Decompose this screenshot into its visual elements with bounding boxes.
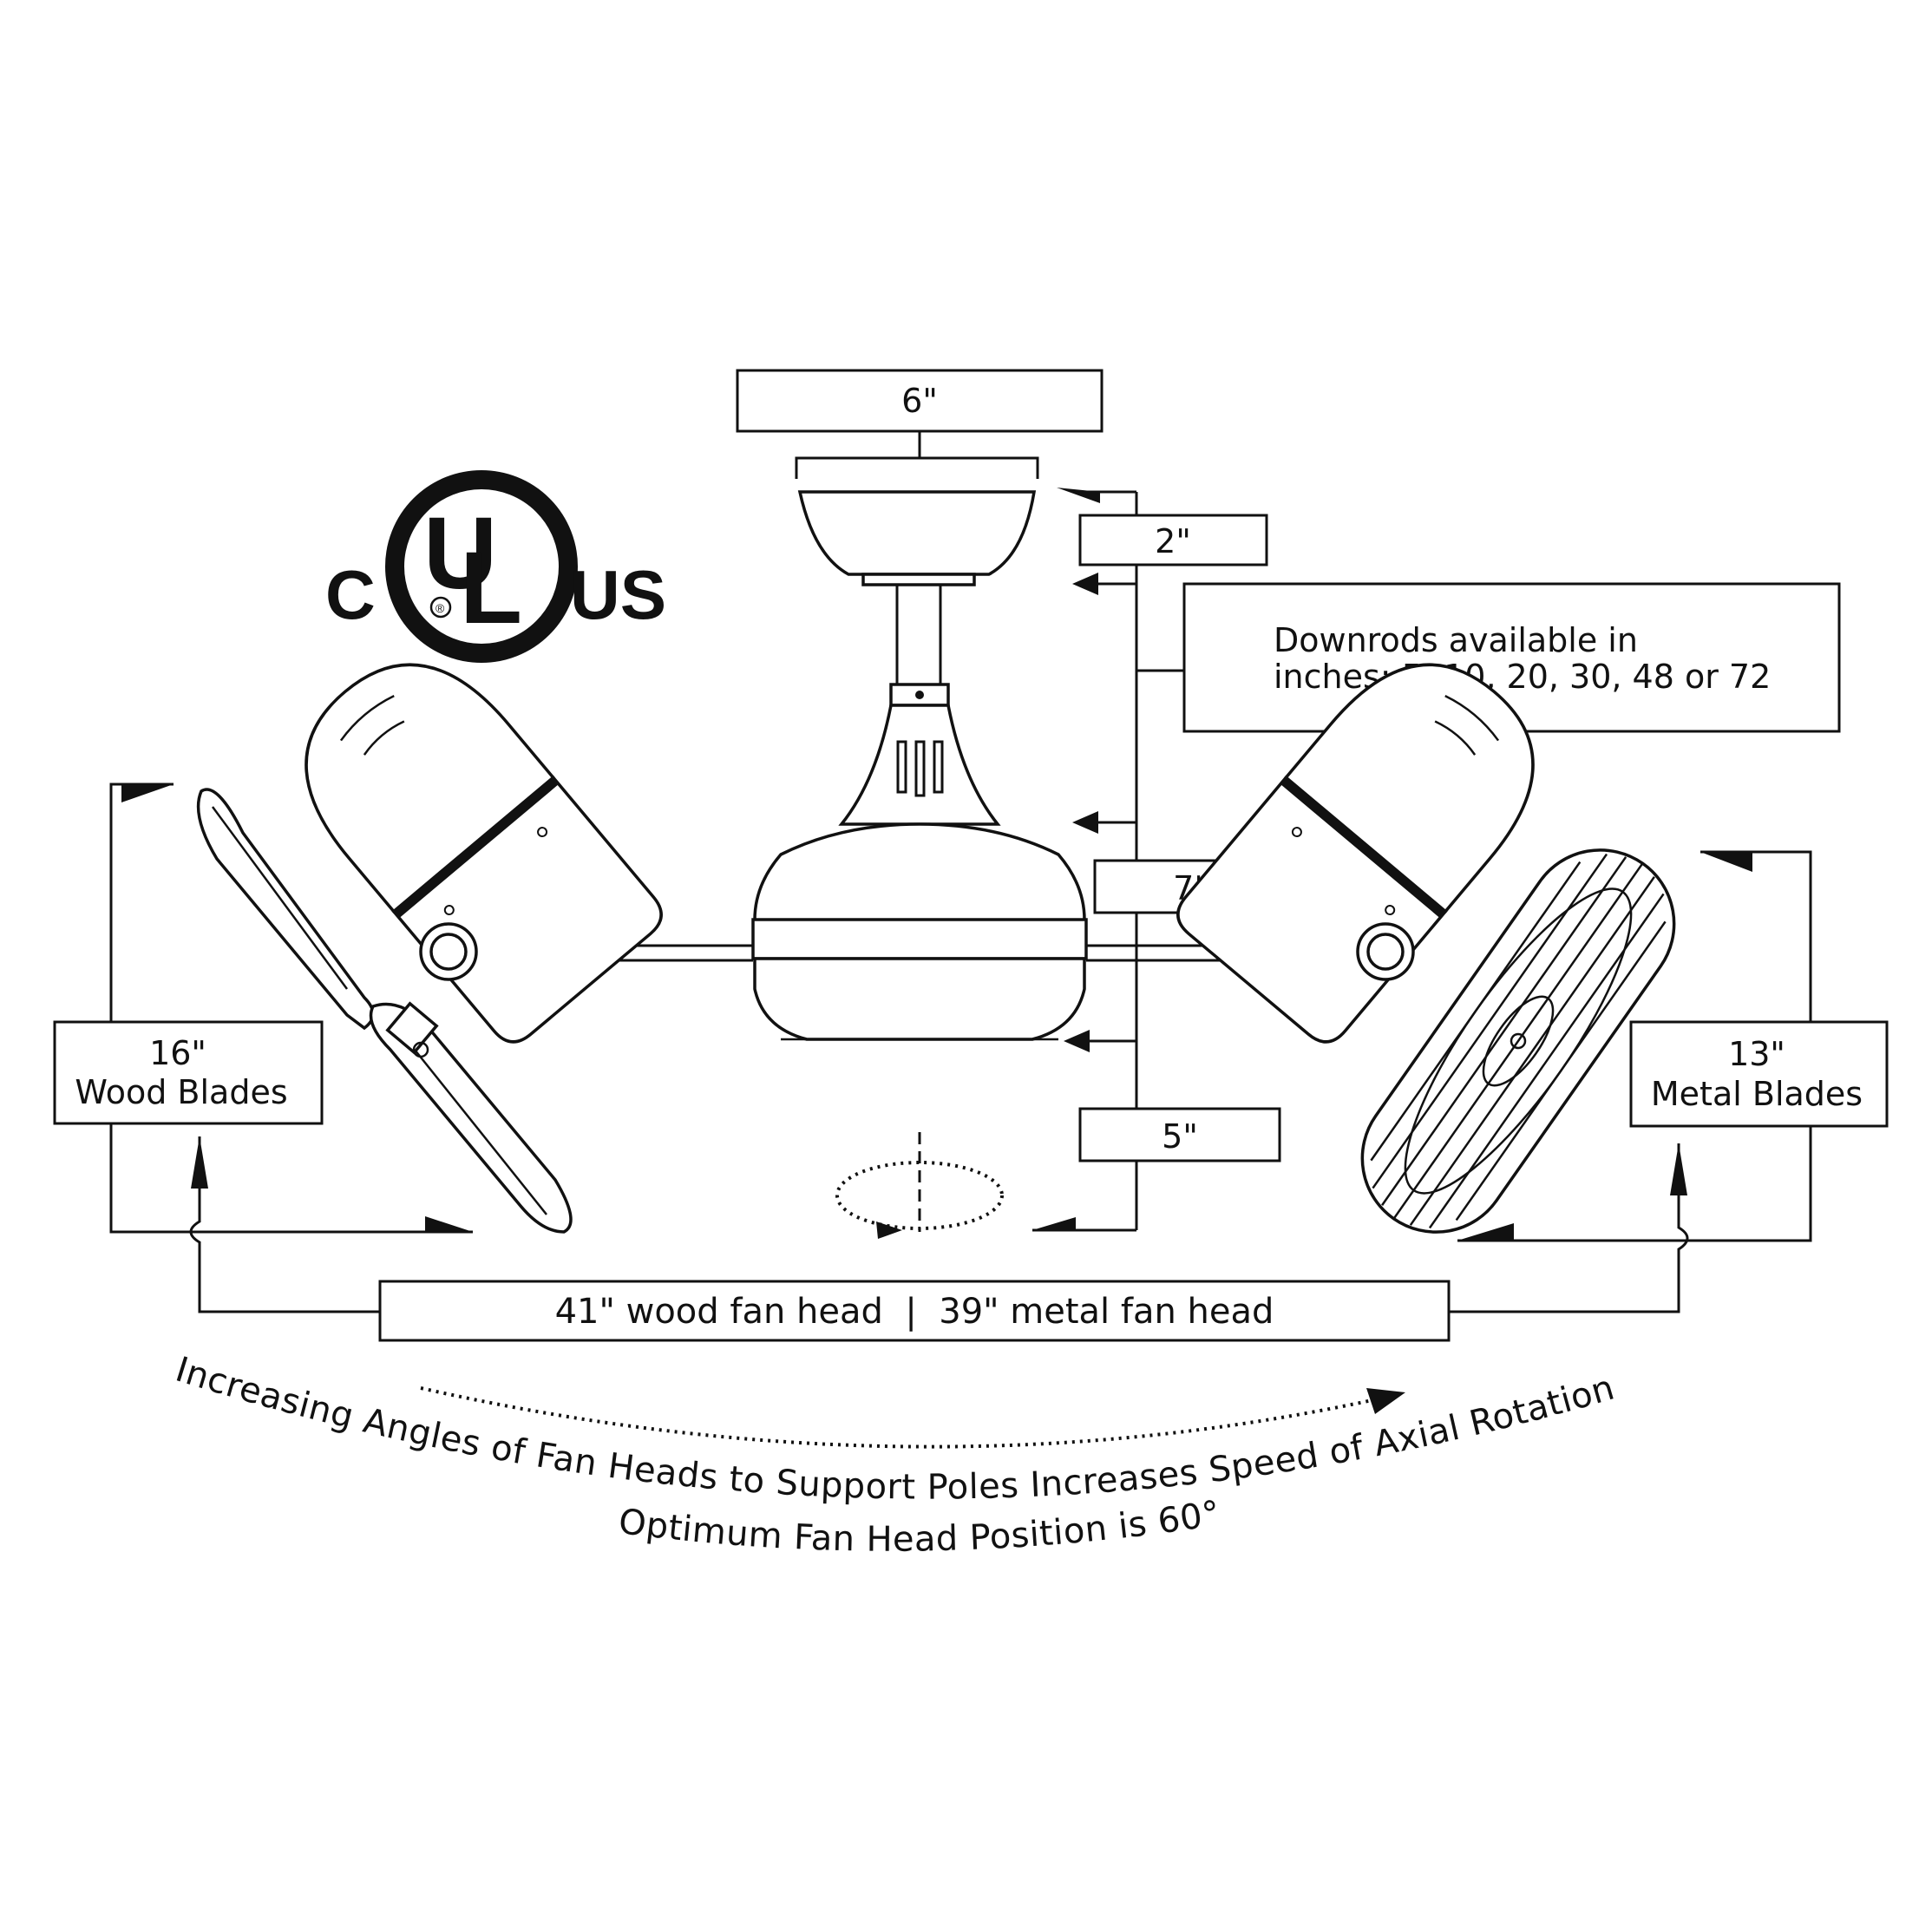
- overall-span-box: [378, 1280, 1451, 1342]
- ul-registered: ®: [436, 601, 445, 615]
- arrow-icon: [1032, 1217, 1076, 1230]
- overall-span-dimension: 41" wood fan head | 39" metal fan head: [189, 1136, 1689, 1342]
- wood-fan-head: [196, 663, 663, 1234]
- arrow-icon: [1366, 1388, 1405, 1414]
- wood-blade-size-bracket: 16" Wood Blades: [53, 783, 473, 1234]
- wood-blade-size: 16": [149, 1034, 206, 1072]
- registered-icon: [429, 596, 452, 619]
- ul-left-letter: C: [325, 556, 376, 633]
- canopy-height-box: [1078, 514, 1268, 567]
- ul-circle: [385, 470, 578, 663]
- canopy-width-dimension: 6": [736, 369, 1104, 479]
- ul-mark-l: L: [460, 531, 522, 645]
- overall-span-label: 41" wood fan head | 39" metal fan head: [555, 1292, 1274, 1332]
- arrow-icon: [191, 1136, 208, 1189]
- arrow-icon: [1457, 1223, 1514, 1241]
- wood-blade-size-box: [53, 1020, 324, 1125]
- arrow-icon: [1700, 852, 1752, 872]
- arrow-icon: [1057, 488, 1100, 503]
- arrow-icon: [121, 784, 174, 802]
- motor-neck: [838, 704, 1001, 826]
- ul-mark-u: U: [423, 496, 497, 611]
- wood-blade-label: Wood Blades: [75, 1073, 287, 1111]
- rotation-caption-path: Increasing Angles of Fan Heads to Suppor…: [171, 1350, 1619, 1508]
- canopy: [797, 490, 1037, 576]
- arrow-icon: [1072, 573, 1098, 595]
- rotation-caption-text: Increasing Angles of Fan Heads to Suppor…: [171, 1350, 1619, 1508]
- bottom-height-label: 5": [1162, 1117, 1198, 1156]
- metal-blade-size: 13": [1728, 1035, 1785, 1073]
- arrow-icon: [1072, 811, 1098, 834]
- metal-blade-size-box: [1629, 1020, 1889, 1128]
- bottom-height-box: [1078, 1107, 1281, 1162]
- downrods-line-1: Downrods available in: [1274, 621, 1638, 659]
- metal-fan-head: [1176, 663, 1676, 1234]
- arrow-icon: [1670, 1143, 1687, 1195]
- metal-blade-label: Metal Blades: [1651, 1075, 1863, 1113]
- arrow-icon: [876, 1221, 902, 1239]
- speed-arc-arrow: [420, 1386, 1389, 1449]
- canopy-height-label: 2": [1155, 522, 1191, 560]
- canopy-width-label: 6": [901, 382, 938, 420]
- ul-certification-logo: C U L ® US: [325, 470, 666, 663]
- metal-fan-nose: [1283, 663, 1535, 914]
- arrow-icon: [425, 1216, 473, 1232]
- motor-housing-band: [751, 918, 1088, 960]
- motor-housing-bottom: [753, 957, 1086, 1041]
- downrods-line-2: inches: 5, 10, 20, 30, 48 or 72: [1274, 658, 1771, 696]
- downrod-coupler: [889, 683, 950, 707]
- wood-fan-nose: [305, 663, 556, 914]
- rotation-speed-caption: Increasing Angles of Fan Heads to Suppor…: [171, 1350, 1619, 1560]
- downrods-info-box: [1182, 582, 1841, 733]
- metal-blade-size-bracket: 13" Metal Blades: [1457, 850, 1889, 1242]
- ul-right-letters: US: [570, 556, 666, 633]
- canopy-ring: [861, 573, 976, 586]
- arrow-icon: [1064, 1030, 1090, 1052]
- rotation-indicator-icon: [835, 1132, 1004, 1239]
- blade-bracket: [385, 1001, 439, 1055]
